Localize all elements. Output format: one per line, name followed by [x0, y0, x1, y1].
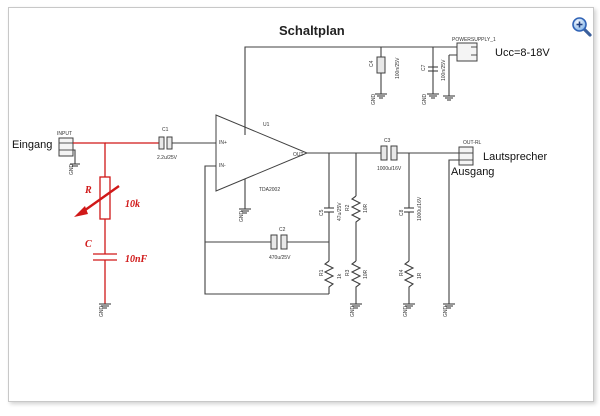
- svg-text:GND: GND: [69, 164, 75, 176]
- speaker-label: Lautsprecher: [483, 151, 548, 163]
- svg-text:1000u/16V: 1000u/16V: [417, 196, 423, 221]
- svg-text:C1: C1: [162, 127, 169, 133]
- svg-text:C2: C2: [279, 227, 286, 233]
- supply-voltage-label: Ucc=8-18V: [495, 47, 550, 59]
- svg-text:100n/25V: 100n/25V: [395, 57, 401, 79]
- output-label: Ausgang: [451, 166, 494, 178]
- power-grounds: GND GND: [371, 93, 455, 106]
- input-label: Eingang: [12, 139, 52, 151]
- capacitor-c8: C8 1000u/16V: [399, 153, 423, 261]
- resistor-r4: R4 1R GND: [399, 260, 423, 318]
- svg-text:1k: 1k: [337, 273, 343, 279]
- resistor-r3: R3 10R GND: [345, 260, 369, 318]
- input-ground: GND: [69, 149, 80, 176]
- input-network-ground: GND: [99, 303, 111, 318]
- output-connector: OUT-RL GND: [443, 140, 482, 317]
- resistor-r2: R2 10R: [345, 153, 369, 261]
- svg-text:1000u/16V: 1000u/16V: [377, 166, 402, 172]
- svg-text:2.2u/25V: 2.2u/25V: [157, 155, 178, 161]
- capacitor-label: C: [85, 239, 92, 250]
- feedback-network: C2 470u/25V: [204, 165, 329, 295]
- amplifier-ic: IN+ IN- OUT U1 TDA2002 GND: [215, 114, 309, 223]
- svg-text:C8: C8: [399, 209, 405, 216]
- svg-text:10R: 10R: [363, 203, 369, 213]
- svg-text:10R: 10R: [363, 269, 369, 279]
- svg-text:GND: GND: [422, 94, 428, 106]
- power-connector: POWERSUPPLY_1: [452, 37, 496, 62]
- svg-text:C3: C3: [384, 138, 391, 144]
- svg-text:GND: GND: [350, 306, 356, 318]
- diagram-title: Schaltplan: [279, 23, 345, 38]
- svg-text:OUT-RL: OUT-RL: [463, 140, 482, 146]
- svg-text:C5: C5: [319, 209, 325, 216]
- svg-text:GND: GND: [443, 306, 449, 318]
- svg-text:GND: GND: [99, 306, 105, 318]
- svg-text:R3: R3: [345, 269, 351, 276]
- capacitor-c1: C1 2.2u/25V: [157, 127, 216, 161]
- schematic-diagram: Schaltplan C4 100n/25V C7 100n/25V GND G…: [12, 23, 550, 318]
- resistor-r1: R1 1k: [319, 260, 343, 294]
- svg-text:GND: GND: [371, 94, 377, 106]
- input-connector: INPUT: [57, 131, 74, 157]
- svg-text:C4: C4: [369, 60, 375, 67]
- resistor-value: 10k: [125, 199, 140, 210]
- svg-text:IN-: IN-: [219, 163, 226, 169]
- svg-text:100n/25V: 100n/25V: [441, 59, 447, 81]
- svg-text:47u/25V: 47u/25V: [337, 202, 343, 221]
- svg-text:1R: 1R: [417, 272, 423, 279]
- svg-text:R2: R2: [345, 204, 351, 211]
- svg-text:GND: GND: [403, 306, 409, 318]
- svg-text:POWERSUPPLY_1: POWERSUPPLY_1: [452, 37, 496, 43]
- svg-text:TDA2002: TDA2002: [259, 187, 280, 193]
- zoom-in-icon[interactable]: [571, 16, 593, 38]
- svg-text:U1: U1: [263, 122, 270, 128]
- svg-text:R1: R1: [319, 269, 325, 276]
- svg-text:OUT: OUT: [293, 152, 304, 158]
- resistor-label: R: [84, 185, 92, 196]
- capacitor-c4: C4 100n/25V: [369, 56, 401, 79]
- svg-text:C7: C7: [421, 64, 427, 71]
- svg-text:R4: R4: [399, 269, 405, 276]
- capacitor-value: 10nF: [125, 254, 148, 265]
- power-rail: [244, 46, 471, 127]
- capacitor-c7: C7 100n/25V: [421, 59, 447, 81]
- svg-text:470u/25V: 470u/25V: [269, 255, 291, 261]
- capacitor-c5: C5 47u/25V: [319, 153, 343, 261]
- output-line: C3 1000u/16V: [307, 138, 461, 172]
- svg-text:INPUT: INPUT: [57, 131, 72, 137]
- schematic-viewer: Schaltplan C4 100n/25V C7 100n/25V GND G…: [8, 7, 594, 402]
- input-network: R 10k C 10nF: [73, 142, 159, 304]
- svg-text:GND: GND: [239, 211, 245, 223]
- svg-text:IN+: IN+: [219, 140, 227, 146]
